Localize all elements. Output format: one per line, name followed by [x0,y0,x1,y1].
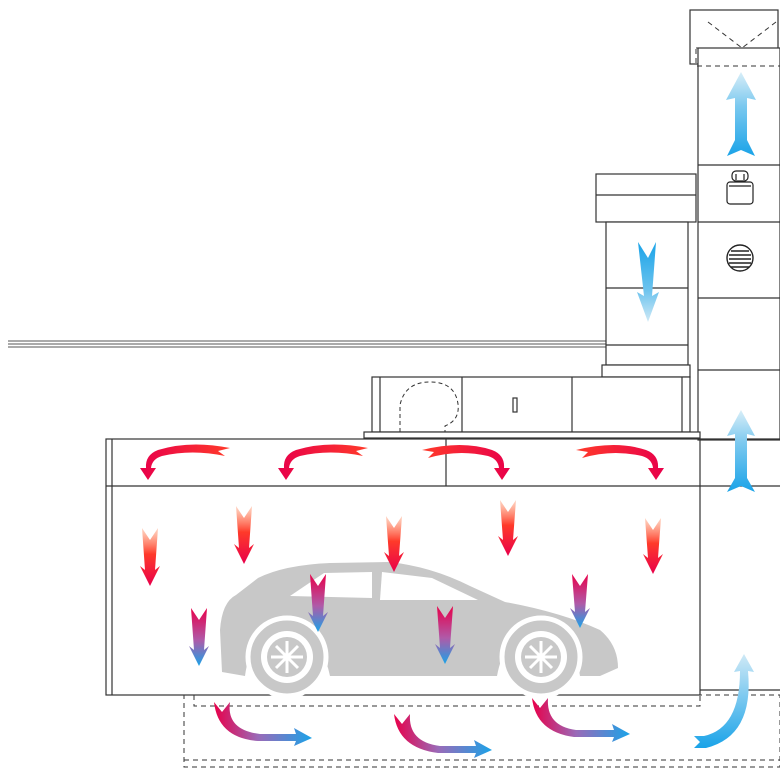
plenum-arrow-3 [422,445,510,480]
downdraft-arrow [498,500,518,556]
roof-line [8,340,606,348]
front-wheel [245,615,329,699]
blower-housing [399,381,459,432]
pit-arrow-3 [532,698,630,742]
downdraft-arrow [643,518,663,574]
plenum-arrow-2 [278,444,368,480]
car-silhouette [220,562,618,699]
rear-wheel [499,615,583,699]
floor-pit [183,694,780,768]
downdraft-arrow-mixed [308,574,328,632]
pit-arrow-2 [394,714,492,758]
downdraft-arrow [140,528,160,586]
downdraft-arrow-mixed [189,608,209,666]
air-handling-unit [363,376,701,439]
exhaust-cap-dashes [695,21,780,67]
exhaust-up-arrow [726,72,756,156]
exhaust-stack [689,9,780,441]
plenum-arrow-4 [576,445,664,480]
plenum-arrow-1 [140,444,230,480]
return-up-arrow [727,410,755,492]
fan-icon [726,170,754,205]
intake-down-arrow [637,242,659,322]
pit-arrow-1 [214,702,312,746]
downdraft-arrow-mixed [570,574,590,628]
downdraft-arrow [384,516,404,572]
burner-icon [726,244,754,272]
downdraft-arrow [234,506,254,564]
downdraft-arrow-mixed [435,606,455,664]
pit-return-arrow [694,654,754,748]
